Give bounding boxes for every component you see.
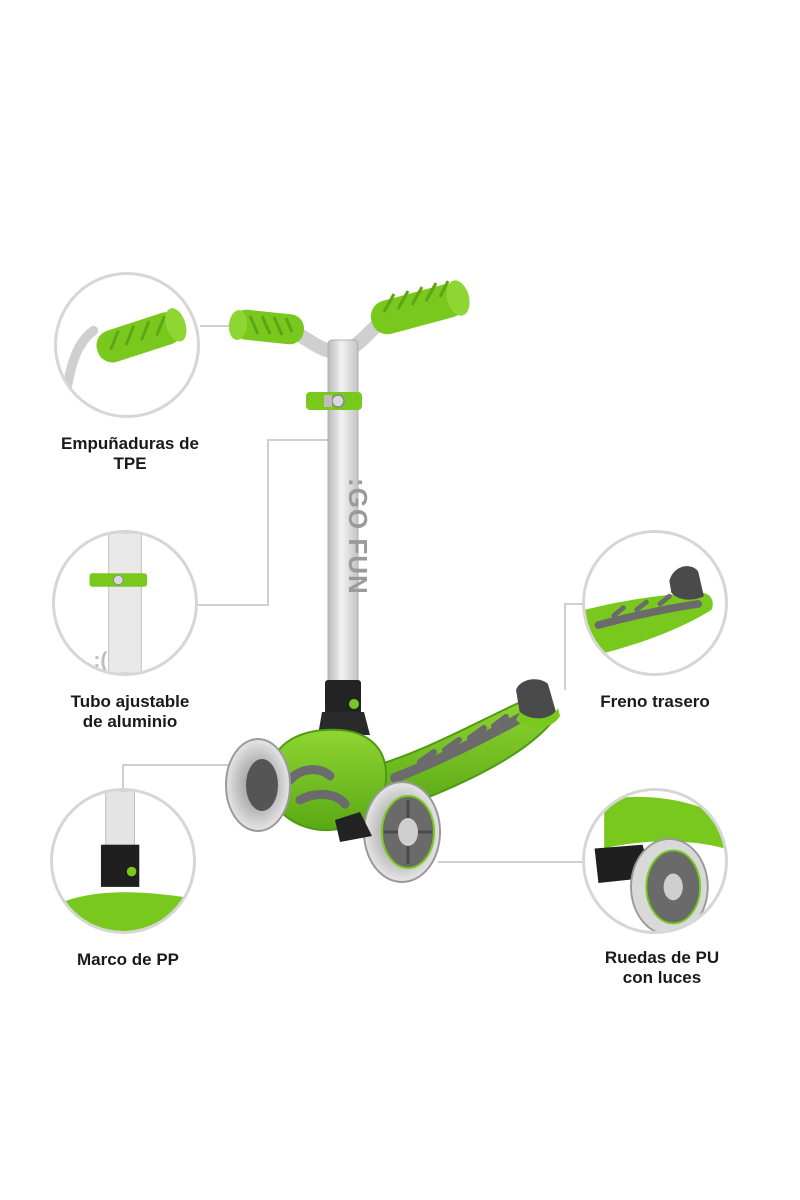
label-brake: Freno trasero bbox=[555, 692, 755, 712]
rear-brake bbox=[516, 679, 556, 720]
callout-frame-image bbox=[50, 788, 196, 934]
collar bbox=[325, 680, 361, 714]
clamp-closeup-icon bbox=[89, 573, 148, 587]
callout-tube-image: :( bbox=[52, 530, 198, 676]
grip-closeup-icon bbox=[96, 308, 187, 363]
front-right-wheel bbox=[363, 781, 441, 883]
callout-grips-image bbox=[54, 272, 200, 418]
callout-brake-image bbox=[582, 530, 728, 676]
svg-text::(: :( bbox=[93, 649, 107, 672]
right-grip-icon bbox=[370, 280, 470, 335]
label-frame-line1: Marco de PP bbox=[76, 950, 180, 969]
label-wheels: Ruedas de PU con luces bbox=[562, 948, 762, 988]
label-grips-line1: Empuñaduras de bbox=[61, 434, 199, 453]
label-tube: Tubo ajustable de aluminio bbox=[30, 692, 230, 732]
label-wheels-line1: Ruedas de PU bbox=[604, 948, 720, 967]
wheel-closeup-icon bbox=[630, 838, 709, 931]
left-grip-icon bbox=[228, 309, 304, 345]
label-frame: Marco de PP bbox=[28, 950, 228, 970]
label-tube-line1: Tubo ajustable bbox=[70, 692, 190, 711]
front-left-wheel bbox=[225, 738, 291, 832]
label-grips: Empuñaduras de TPE bbox=[30, 434, 230, 474]
connector-brake bbox=[564, 603, 583, 690]
connector-tube bbox=[198, 439, 330, 606]
connector-frame bbox=[122, 764, 262, 790]
label-wheels-line2: con luces bbox=[622, 968, 702, 987]
label-tube-line2: de aluminio bbox=[82, 712, 178, 731]
label-brake-line1: Freno trasero bbox=[600, 692, 710, 711]
brake-closeup-icon bbox=[669, 566, 704, 600]
callout-wheels-image bbox=[582, 788, 728, 934]
height-clamp-icon bbox=[306, 392, 362, 410]
label-grips-line2: TPE bbox=[113, 454, 147, 473]
brand-logo: :GO FUN bbox=[343, 478, 373, 595]
